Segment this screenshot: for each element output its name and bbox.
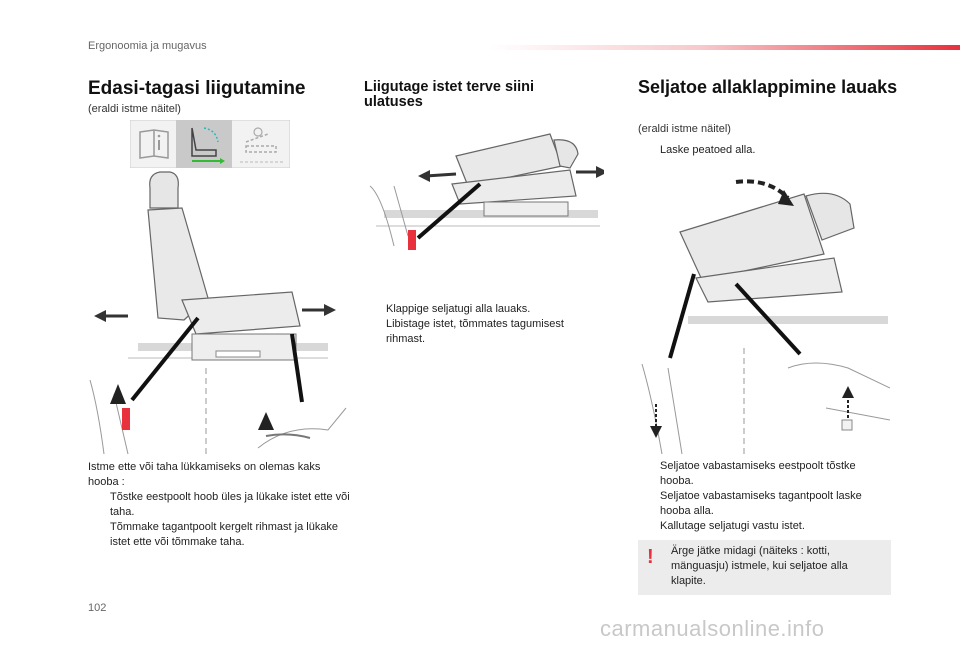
title-fore-aft: Edasi-tagasi liigutamine [88,78,306,99]
watermark: carmanualsonline.info [600,616,825,641]
title-full-rail: Liigutage istet terve siini ulatuses [364,79,535,110]
seat-slide-illustration [89,171,347,456]
instructions-full-rail: Klappige seljatugi alla lauaks. Libistag… [364,302,604,347]
note-single-seat-3: (eraldi istme näitel) [638,123,731,135]
title-fold-table: Seljatoe allaklappimine lauaks [638,77,898,97]
note-single-seat-1: (eraldi istme näitel) [88,103,181,115]
instruction-headrest: Laske peatoed alla. [638,143,888,158]
intro-text: Istme ette või taha lükkamiseks on olema… [88,461,321,488]
seat-adjust-icon [191,127,225,164]
list-item: Laske peatoed alla. [638,143,888,158]
instructions-fold-table: Seljatoe vabastamiseks eestpoolt tõstke … [638,459,892,534]
info-book-icon [139,129,169,159]
bullet-text: Klappige seljatugi alla lauaks. [386,303,531,315]
bullet-text: Seljatoe vabastamiseks eestpoolt tõstke … [660,460,856,487]
bullet-text: Libistage istet, tõmmates tagumisest rih… [386,318,564,345]
seat-rail-illustration [369,133,604,250]
list-item: Kallutage seljatugi vastu istet. [638,519,892,534]
page-number: 102 [88,602,107,614]
warning-text: Ärge jätke midagi (näiteks : kotti, mäng… [671,545,848,587]
bullet-text: Tõstke eestpoolt hoob üles ja lükake ist… [110,491,350,518]
warning-icon: ! [647,546,654,568]
list-item: Seljatoe vabastamiseks tagantpoolt laske… [638,489,892,519]
bullet-text: Laske peatoed alla. [660,144,756,156]
section-header: Ergonoomia ja mugavus [88,40,207,52]
header-accent-bar [490,45,960,50]
list-item: Tõstke eestpoolt hoob üles ja lükake ist… [88,490,350,520]
seat-icon-bar [130,120,290,168]
bullet-text: Tõmmake tagantpoolt kergelt rihmast ja l… [110,521,339,548]
bullet-text: Kallutage seljatugi vastu istet. [660,520,805,532]
bullet-text: Seljatoe vabastamiseks tagantpoolt laske… [660,490,862,517]
list-item: Seljatoe vabastamiseks eestpoolt tõstke … [638,459,892,489]
seat-fold-illustration [641,179,891,456]
warning-box: ! Ärge jätke midagi (näiteks : kotti, mä… [638,540,891,595]
seat-fold-icon [240,127,284,163]
instructions-fore-aft: Istme ette või taha lükkamiseks on olema… [88,460,350,550]
list-item: Klappige seljatugi alla lauaks. [364,302,604,317]
list-item: Libistage istet, tõmmates tagumisest rih… [364,317,604,347]
list-item: Tõmmake tagantpoolt kergelt rihmast ja l… [88,520,350,550]
